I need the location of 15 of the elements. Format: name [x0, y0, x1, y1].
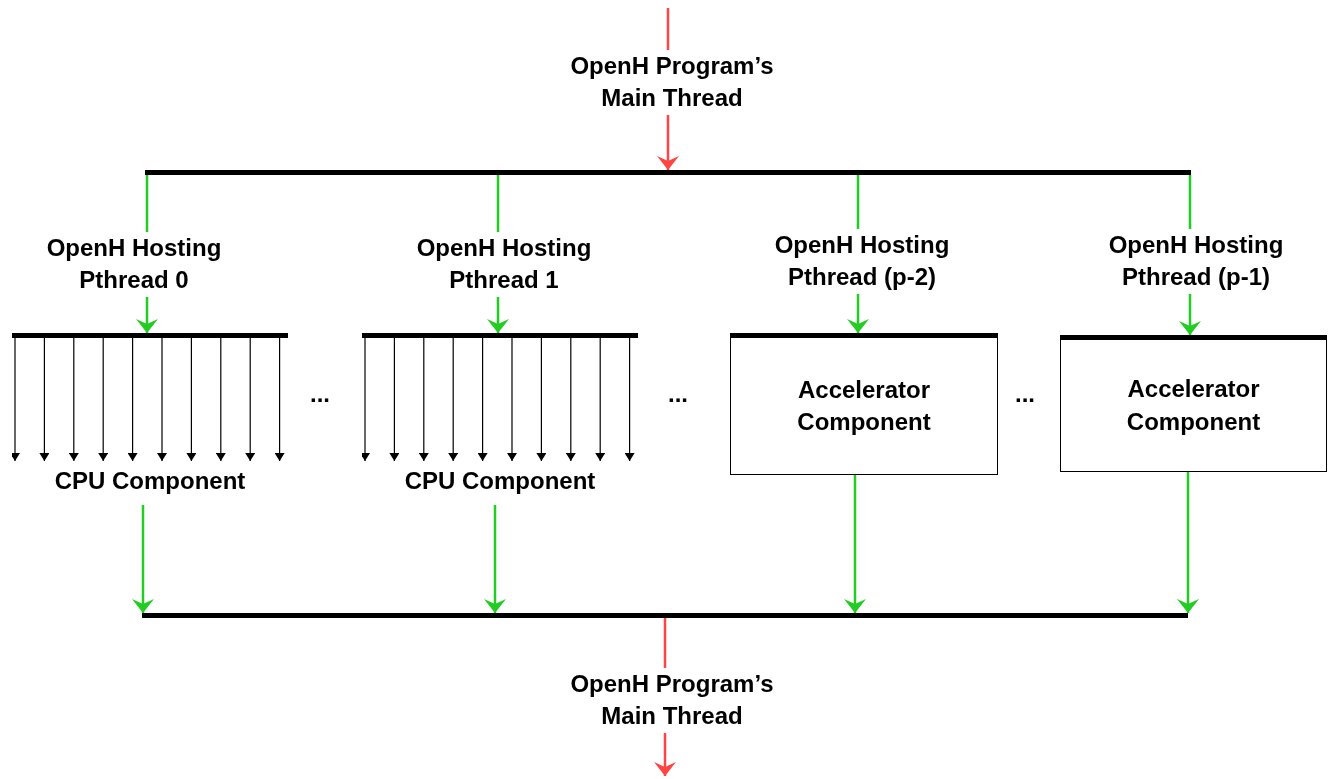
thread-bar: [145, 170, 1191, 175]
component-label: CPU Component: [53, 466, 247, 496]
arrow: [844, 475, 866, 613]
ellipsis-label: ...: [310, 380, 330, 408]
arrow: [1177, 472, 1199, 613]
ellipsis-label: ...: [668, 380, 688, 408]
arrow: [484, 505, 506, 613]
arrow: [132, 505, 154, 613]
component-box: [730, 333, 998, 475]
component-box: [1060, 335, 1327, 472]
thread-bar: [142, 613, 1188, 618]
component-label: Accelerator Component: [796, 374, 932, 437]
ellipsis-label: ...: [1015, 380, 1035, 408]
component-label: CPU Component: [403, 466, 597, 496]
component-label: Accelerator Component: [1125, 374, 1262, 437]
